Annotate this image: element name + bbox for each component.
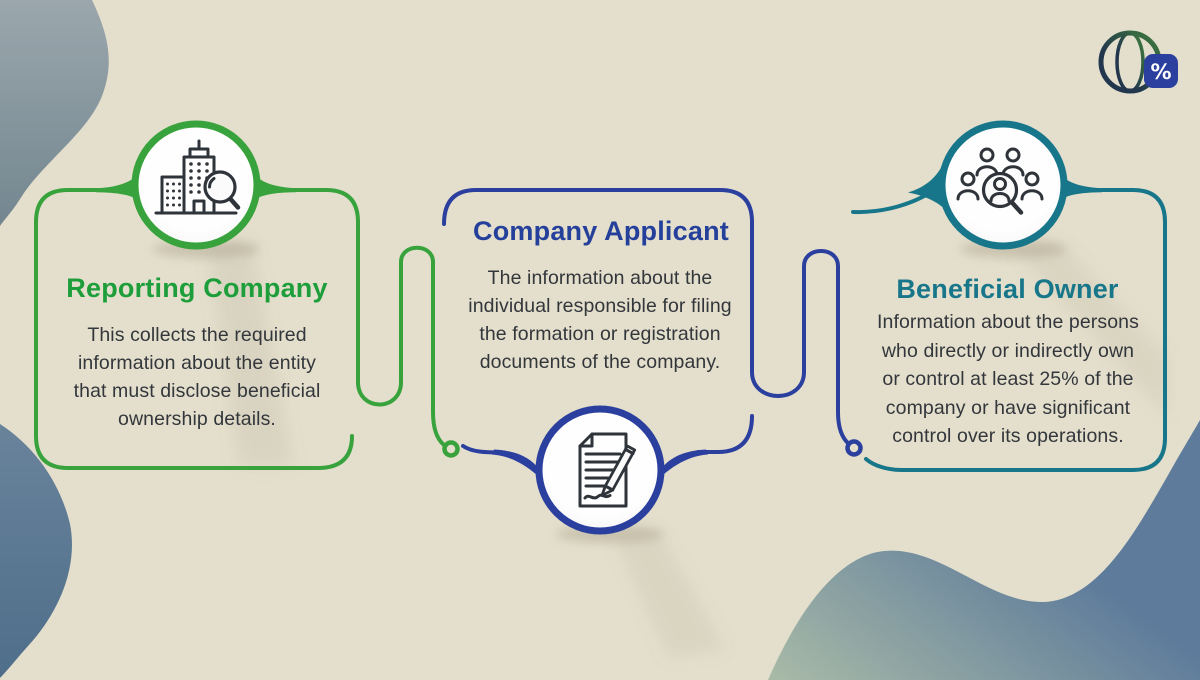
- building-windows: [166, 162, 209, 207]
- document-pen-icon: [578, 432, 637, 508]
- description-line: company or have significant: [885, 396, 1131, 419]
- description-line: The information about the: [487, 267, 713, 289]
- description-line: individual responsible for filing: [468, 295, 732, 317]
- card1-icon-circle: [131, 120, 261, 250]
- card-reporting-company-outline: [34, 120, 460, 470]
- card2-body-outline: [442, 188, 851, 446]
- background-blob-top-left: [0, 0, 109, 226]
- card2-description: The information about the individual res…: [436, 264, 764, 376]
- connector1-terminal-dot: [442, 440, 460, 458]
- building-search-icon: [154, 139, 241, 215]
- card1-right-serpentine-connector: [248, 188, 446, 447]
- card2-bottom-right-corner: [696, 414, 754, 454]
- card1-description: This collects the required information a…: [28, 321, 366, 433]
- logo-badge-glyph: %: [1150, 60, 1171, 84]
- description-line: or control at least 25% of the: [882, 368, 1134, 390]
- description-line: the formation or registration: [479, 323, 721, 345]
- connector2-terminal-dot: [845, 439, 863, 457]
- card3-title: Beneficial Owner: [896, 274, 1119, 304]
- brand-logo: %: [1098, 30, 1178, 94]
- card1-title: Reporting Company: [66, 273, 328, 303]
- description-line: Information about the persons: [877, 311, 1139, 333]
- description-line: who directly or indirectly own: [881, 339, 1135, 362]
- background-wave-bottom-right: [768, 420, 1200, 680]
- people-search-icon: [956, 147, 1044, 215]
- card2-title: Company Applicant: [473, 216, 729, 246]
- background-blob-bottom-left: [0, 424, 72, 678]
- card3-circle-left-wing: [908, 158, 950, 214]
- card3-description: Information about the persons who direct…: [843, 308, 1173, 451]
- description-line: information about the entity: [77, 352, 317, 374]
- description-line: This collects the required: [87, 324, 307, 346]
- description-line: control over its operations.: [892, 425, 1124, 447]
- card3-body-outline: [864, 188, 1167, 472]
- card1-body-outline: [34, 188, 354, 470]
- logo-badge: [1144, 54, 1178, 88]
- description-line: documents of the company.: [479, 351, 721, 373]
- description-line: that must disclose beneficial: [73, 380, 321, 402]
- description-line: ownership details.: [118, 408, 276, 430]
